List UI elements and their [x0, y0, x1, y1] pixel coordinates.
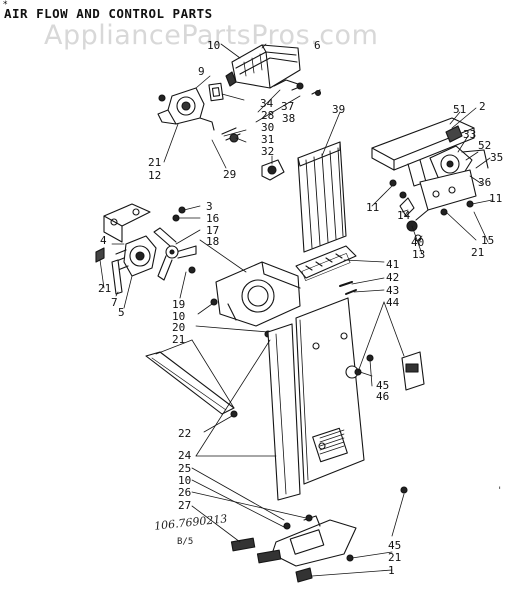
fan-shroud-18 [215, 261, 301, 327]
callout-45-a: 45 [376, 379, 390, 392]
callout-10-c: 10 [178, 474, 192, 487]
callout-43: 43 [386, 284, 400, 297]
callout-19: 19 [172, 298, 186, 311]
callout-40: 40 [411, 236, 425, 249]
callout-3: 3 [206, 200, 213, 213]
callout-51: 51 [453, 103, 467, 116]
callout-26: 26 [178, 486, 192, 499]
callout-32: 32 [261, 145, 275, 158]
callout-22: 22 [178, 427, 192, 440]
callout-45-b: 45 [388, 539, 402, 552]
edge-mark: ' [497, 486, 503, 496]
callout-38: 38 [282, 112, 296, 125]
foot-1 [295, 567, 313, 583]
gasket-27 [230, 537, 282, 564]
callout-11-a: 11 [366, 201, 380, 214]
knob-31 [229, 133, 239, 143]
callout-42: 42 [386, 271, 400, 284]
gasket-34 [208, 82, 224, 102]
switch-2 [445, 125, 463, 143]
callout-21-b: 21 [471, 246, 485, 259]
callout-13: 13 [412, 248, 426, 261]
callout-7: 7 [111, 296, 118, 309]
evaporator-cover-39 [297, 141, 347, 253]
callout-30: 30 [261, 121, 275, 134]
fan-blade-17 [153, 227, 197, 281]
callout-34: 34 [260, 97, 274, 110]
grommet-21-left [95, 247, 105, 263]
callout-14: 14 [397, 209, 411, 222]
cam-32 [261, 159, 285, 181]
callout-52: 52 [478, 139, 492, 152]
callout-44: 44 [386, 296, 400, 309]
callout-17: 17 [206, 224, 220, 237]
page-label: B/5 [177, 537, 194, 547]
callout-35: 35 [490, 151, 504, 164]
louver-41 [295, 245, 357, 281]
damper-control-9 [157, 87, 215, 131]
callout-39: 39 [332, 103, 346, 116]
callout-25: 25 [178, 462, 192, 475]
diagram-title: AIR FLOW AND CONTROL PARTS [4, 6, 213, 21]
control-box-44 [401, 351, 425, 391]
callout-15: 15 [481, 234, 495, 247]
callout-33: 33 [463, 128, 477, 141]
callout-10: 10 [207, 39, 221, 52]
callout-21-d: 21 [172, 333, 186, 346]
callout-20: 20 [172, 321, 186, 334]
callout-27: 27 [178, 499, 192, 512]
callout-1: 1 [388, 564, 395, 577]
callout-5: 5 [118, 306, 125, 319]
callout-24: 24 [178, 449, 192, 462]
corner-mark: * [3, 0, 8, 10]
air-channel-24 [267, 323, 301, 501]
callout-46: 46 [376, 390, 390, 403]
callout-18: 18 [206, 235, 220, 248]
callout-31: 31 [261, 133, 275, 146]
fan-motor-5 [113, 235, 157, 277]
callout-11-b: 11 [489, 192, 503, 205]
callout-29: 29 [223, 168, 237, 181]
callout-21-e: 21 [388, 551, 402, 564]
callout-12: 12 [148, 169, 162, 182]
callout-37: 37 [281, 100, 295, 113]
air-duct-housing [225, 44, 301, 89]
motor-bracket-3 [103, 203, 151, 243]
bracket-7 [111, 259, 123, 295]
rear-panel-44 [295, 297, 365, 485]
callout-16: 16 [206, 212, 220, 225]
callout-28: 28 [261, 109, 275, 122]
callout-2: 2 [479, 100, 486, 113]
callout-21-a: 21 [148, 156, 162, 169]
callout-10-b: 10 [172, 310, 186, 323]
callout-6: 6 [314, 39, 321, 52]
callout-41: 41 [386, 258, 400, 271]
callout-9: 9 [198, 65, 205, 78]
callout-21-c: 21 [98, 282, 112, 295]
callout-4: 4 [100, 234, 107, 247]
control-plate-36 [415, 169, 477, 221]
deflector-20 [145, 351, 235, 415]
callout-36: 36 [478, 176, 492, 189]
